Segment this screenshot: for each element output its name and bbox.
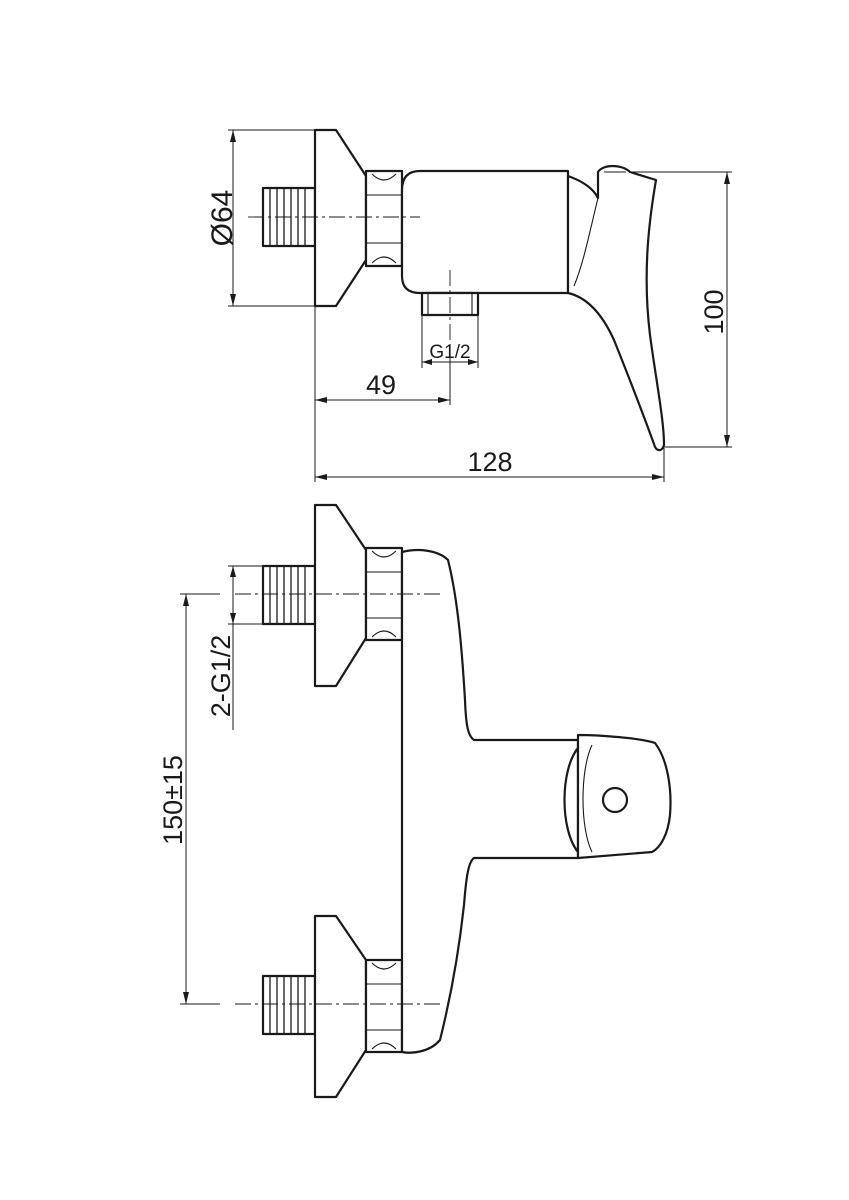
front-lower-hex-nut <box>364 958 404 1054</box>
dim-flange-diameter-label: Ø64 <box>206 190 239 247</box>
dim-inlet-thread: 2-G1/2 <box>206 565 263 730</box>
front-lower-flange <box>313 914 368 1099</box>
side-lever-handle <box>566 164 666 452</box>
side-flange <box>313 128 368 308</box>
side-hex-nut <box>364 169 404 268</box>
handle-screw-icon <box>601 786 629 814</box>
dim-total-depth: 128 <box>315 447 665 482</box>
dim-inlet-thread-label: 2-G1/2 <box>206 635 236 718</box>
front-mixer-body <box>400 549 580 1054</box>
front-upper-hex-nut <box>364 546 404 642</box>
front-upper-flange <box>313 503 368 688</box>
dim-outlet-offset-label: 49 <box>366 370 396 400</box>
side-view: Ø64 G1/2 49 128 <box>206 128 732 482</box>
dim-outlet-offset: 49 <box>314 306 451 482</box>
side-mixer-body <box>400 169 570 295</box>
front-lower-inlet-pipe <box>261 974 317 1036</box>
front-upper-inlet-pipe <box>261 564 317 626</box>
dim-total-depth-label: 128 <box>467 447 512 477</box>
front-view: 2-G1/2 150±15 <box>158 503 672 1099</box>
dim-total-height: 100 <box>632 171 732 448</box>
dim-flange-diameter: Ø64 <box>206 129 315 307</box>
dim-inlet-spacing-label: 150±15 <box>158 755 188 845</box>
front-handle-knob <box>563 733 672 860</box>
dim-total-height-label: 100 <box>699 289 729 334</box>
dim-inlet-spacing: 150±15 <box>158 593 220 1005</box>
